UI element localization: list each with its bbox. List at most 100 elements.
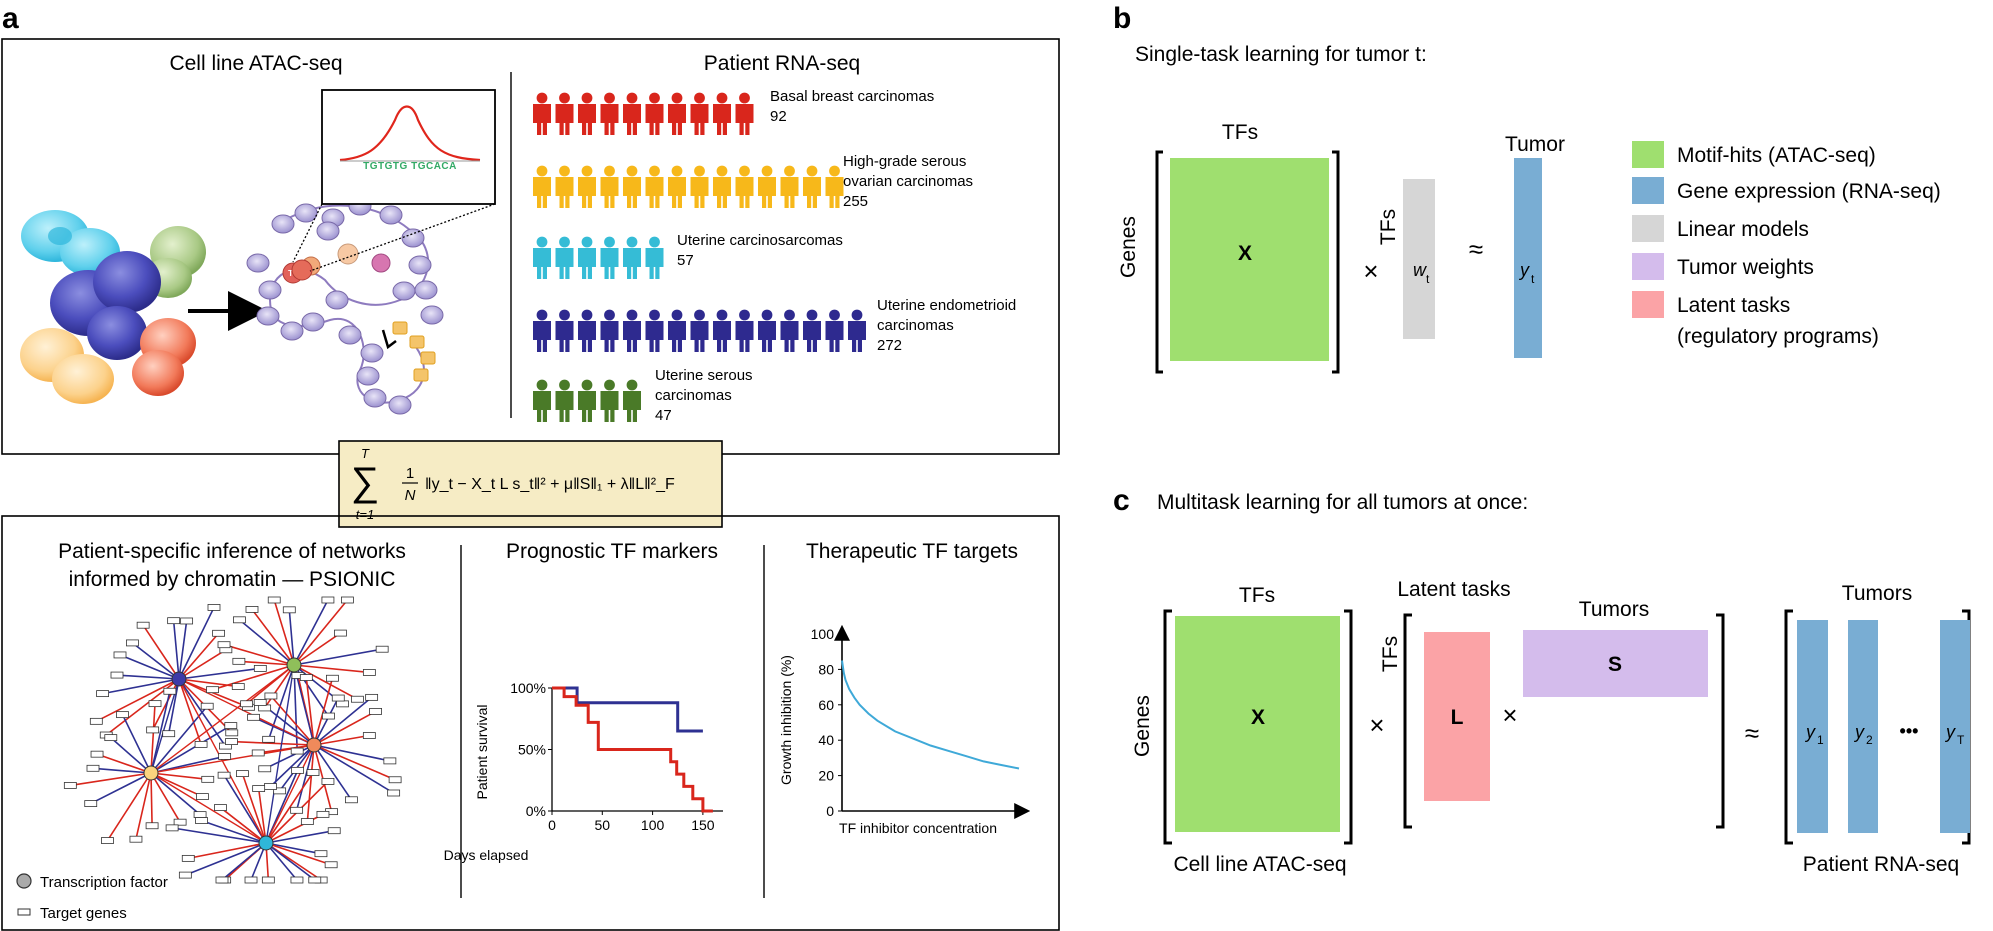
panel-b-title: Single-task learning for tumor t: [1135, 43, 1427, 66]
target-gene-node [212, 629, 226, 637]
c-x-right-bracket [1344, 609, 1353, 845]
c-ls-right-bracket [1716, 613, 1725, 829]
target-gene-node [129, 835, 143, 843]
target-gene-node [300, 818, 314, 825]
survival-y-tick-label: 0% [526, 803, 546, 819]
legend-label-latent-2: (regulatory programs) [1677, 325, 1879, 348]
target-gene-node [362, 732, 376, 739]
network-edge [150, 772, 208, 781]
survival-y-tick-label: 100% [510, 680, 546, 696]
c-x-left-bracket [1163, 609, 1172, 845]
b-tfs-label: TFs [1222, 121, 1258, 144]
patient-figure [555, 379, 574, 422]
patient-figure [555, 309, 574, 352]
legend-label-latent: Latent tasks [1677, 294, 1790, 317]
network-edge [150, 664, 295, 774]
legend-swatch-expression [1632, 177, 1664, 204]
target-gene-node [200, 702, 214, 710]
survival-y-tick-label: 50% [518, 742, 546, 758]
patient-figure [623, 379, 641, 422]
target-gene-node [273, 787, 287, 795]
sum-upper-limit: T [361, 446, 370, 461]
network-edge [201, 819, 267, 844]
network-edge [142, 624, 180, 680]
network-edge [313, 744, 396, 781]
patient-figure [623, 92, 641, 135]
patient-figure [825, 309, 844, 352]
target-gene-node [282, 606, 296, 614]
chromatin-illustration: TF TF [246, 174, 444, 415]
network-edge [288, 609, 295, 666]
patient-figure [600, 309, 619, 352]
target-gene-node [262, 735, 276, 743]
network-edge [293, 632, 341, 666]
target-legend-label: Target genes [40, 905, 127, 922]
target-gene-node [201, 775, 215, 783]
target-gene-node [110, 671, 124, 679]
b-approx-symbol: ≈ [1469, 234, 1483, 264]
legend-swatch-linear [1632, 215, 1664, 242]
target-gene-node [245, 606, 259, 613]
fraction-numerator: 1 [406, 465, 414, 482]
patient-figure [578, 236, 596, 279]
target-gene-node [341, 596, 354, 604]
network-edge [178, 620, 188, 680]
c-y-left-bracket [1784, 609, 1793, 845]
target-gene-node [336, 700, 349, 708]
c-expression-column-t [1940, 620, 1970, 833]
target-gene-node [104, 734, 118, 742]
c-y2-subscript: 2 [1866, 733, 1873, 747]
network-edge [105, 678, 180, 736]
network-edge [178, 632, 220, 680]
target-gene-node [253, 699, 267, 706]
network-edge [263, 664, 295, 709]
cohort-name: High-grade serous [843, 153, 966, 170]
patient-figure [533, 92, 551, 135]
network-edge [238, 660, 295, 666]
network-edge [110, 737, 152, 774]
survival-x-tick-label: 100 [641, 817, 665, 833]
network-edge [293, 599, 329, 666]
network-edge [188, 842, 267, 860]
network-edge [150, 772, 181, 823]
outcomes-box [1, 515, 1060, 931]
network-edge [106, 772, 152, 841]
target-gene-node [375, 645, 389, 653]
cohort-count: 92 [770, 108, 787, 125]
survival-x-axis-label: Days elapsed [444, 847, 529, 863]
tf-hub-node [143, 765, 159, 781]
psionic-title-line-2: informed by chromatin — PSIONIC [69, 568, 396, 591]
target-gene-node [224, 722, 238, 729]
atac-title: Cell line ATAC-seq [169, 52, 342, 75]
network-edge [102, 678, 180, 695]
c-genes-label: Genes [1131, 695, 1154, 757]
network-edge [295, 744, 315, 811]
target-gene-node [383, 757, 397, 765]
network-edge [251, 608, 295, 666]
b-expression-vector [1514, 158, 1542, 358]
objective-equation-box [338, 440, 723, 528]
target-gene-node [195, 817, 208, 824]
c-y1-label: y [1804, 722, 1816, 742]
network-edge [131, 642, 180, 680]
b-y-label: y [1518, 260, 1530, 280]
c-expression-column-1 [1797, 620, 1828, 833]
inhibition-y-tick-label: 80 [818, 661, 834, 677]
tf-legend-label: Transcription factor [40, 874, 168, 891]
tf-hub-node [286, 657, 302, 673]
cohort-count: 57 [677, 252, 694, 269]
network-edge [150, 705, 208, 774]
target-legend-icon [17, 908, 31, 916]
network-edge [150, 703, 156, 774]
inhibition-y-tick-label: 0 [826, 803, 834, 819]
network-edge [150, 724, 232, 774]
cohort-name: carcinomas [877, 317, 954, 334]
network-edge [257, 788, 267, 844]
sum-lower-limit: t=1 [356, 507, 374, 522]
cell-cluster-illustration [20, 210, 206, 404]
target-gene-node [247, 713, 260, 721]
cohort-count: 255 [843, 193, 868, 210]
target-gene-node [258, 765, 272, 773]
target-gene-node [196, 793, 209, 800]
survival-x-tick-label: 0 [548, 817, 556, 833]
